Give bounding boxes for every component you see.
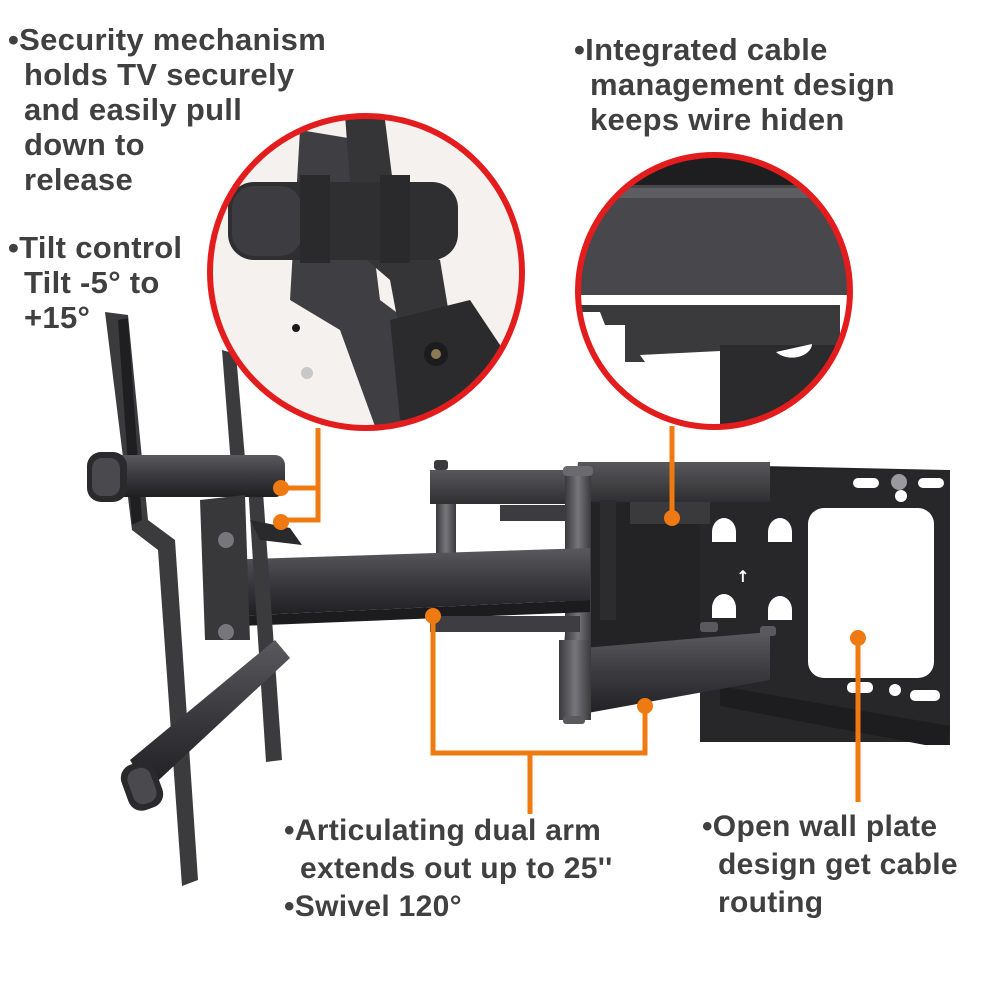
callout-tilt-control: •Tilt control Tilt -5° to +15° — [8, 230, 182, 335]
callout-line-text: •Tilt control — [8, 230, 183, 265]
tilt-crossbar-top — [95, 455, 285, 497]
callout-dot-security — [273, 480, 289, 496]
callout-line-text: extends out up to 25'' — [300, 852, 613, 885]
callout-line-text: •Swivel 120° — [284, 890, 462, 923]
zoom-detail-cable — [575, 152, 853, 430]
callout-dot-wall — [850, 630, 866, 646]
upper-arm-rear — [430, 460, 590, 564]
tilt-crossbar-bottom — [130, 640, 290, 790]
callout-cable-management: •Integrated cable management design keep… — [574, 32, 895, 137]
lower-arm-right — [559, 622, 776, 724]
front-arm — [220, 548, 590, 632]
callout-dot-arm-lower — [637, 698, 653, 714]
callout-dot-arm-upper — [425, 608, 441, 624]
callout-line-text: •Open wall plate — [702, 810, 938, 843]
callout-line-arm — [430, 616, 648, 756]
callout-line-text: •Integrated cable — [574, 32, 828, 67]
callout-security-mechanism: •Security mechanism holds TV securely an… — [8, 22, 326, 197]
callout-lines — [281, 426, 861, 814]
zoom-ring-right — [575, 152, 853, 430]
callout-dot-tilt — [273, 514, 289, 530]
callout-dot-cable — [664, 510, 680, 526]
callout-line-text: release — [24, 162, 133, 197]
callout-line-text: •Security mechanism — [8, 22, 327, 57]
wall-plate-cutout — [808, 508, 934, 678]
tilt-lever — [250, 520, 302, 545]
zoom-detail-security — [207, 113, 525, 431]
tv-bracket — [87, 312, 302, 886]
callout-articulating-arm: •Articulating dual arm extends out up to… — [284, 812, 613, 926]
callout-line-text: down to — [24, 127, 145, 162]
callout-line-text: management design — [590, 67, 895, 102]
callout-open-wall-plate: •Open wall plate design get cable routin… — [702, 808, 958, 922]
callout-line-text: Tilt -5° to — [24, 265, 160, 300]
callout-line-text: and easily pull — [24, 92, 243, 127]
callout-line-text: keeps wire hiden — [590, 102, 845, 137]
callout-line-text: holds TV securely — [24, 57, 295, 92]
up-arrow-icon: ↑ — [736, 567, 749, 586]
callout-line-text: •Articulating dual arm — [284, 814, 602, 847]
callout-line-text: routing — [718, 886, 824, 919]
zoom-ring-left — [207, 113, 525, 431]
callout-line-tilt — [281, 428, 321, 523]
callout-dots — [273, 480, 866, 714]
callout-line-text: +15° — [24, 300, 91, 335]
callout-line-text: design get cable — [718, 848, 958, 881]
